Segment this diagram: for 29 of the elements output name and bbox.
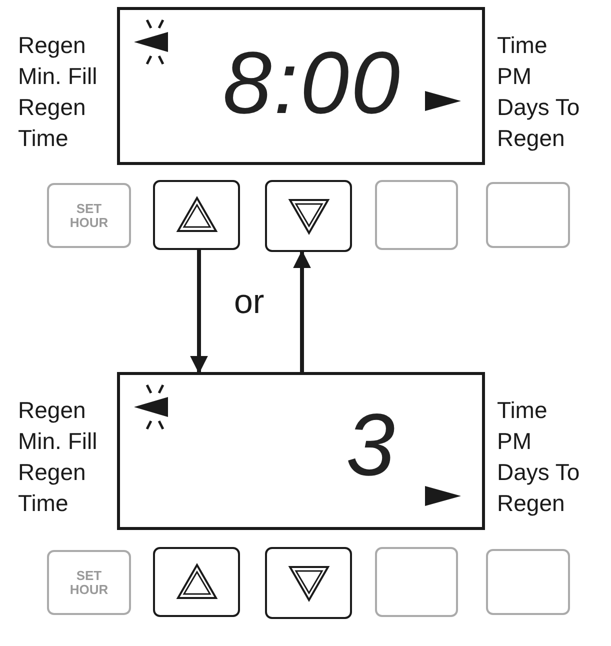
lcd-display: [117, 372, 485, 530]
or-text: or: [234, 287, 264, 318]
indicator-label: PM: [497, 427, 532, 456]
display-readout: 3: [346, 397, 397, 493]
lcd-display: [117, 7, 485, 165]
indicator-label: PM: [497, 62, 532, 91]
indicator-label: Regen: [18, 31, 87, 60]
arrow: [293, 250, 311, 372]
arrow: [190, 250, 208, 374]
indicator-label: Regen: [18, 396, 87, 425]
indicator-label: Time: [497, 396, 548, 425]
indicator-label: Days To Regen: [497, 93, 581, 153]
blank-button: [375, 180, 458, 250]
indicator-label: Regen Time: [18, 93, 87, 153]
blank-button: [486, 549, 570, 615]
up-button: [153, 180, 240, 250]
indicator-label: Days To Regen: [497, 458, 581, 518]
set-hour-button: SET HOUR: [47, 550, 131, 615]
indicator-label: Time: [497, 31, 548, 60]
up-button: [153, 547, 240, 617]
display-readout: 8:00: [222, 35, 402, 131]
indicator-label: Min. Fill: [18, 62, 98, 91]
down-button: [265, 180, 352, 252]
blank-button: [486, 182, 570, 248]
indicator-label: Regen Time: [18, 458, 87, 518]
set-hour-button: SET HOUR: [47, 183, 131, 248]
blank-button: [375, 547, 458, 617]
down-button: [265, 547, 352, 619]
indicator-label: Min. Fill: [18, 427, 98, 456]
